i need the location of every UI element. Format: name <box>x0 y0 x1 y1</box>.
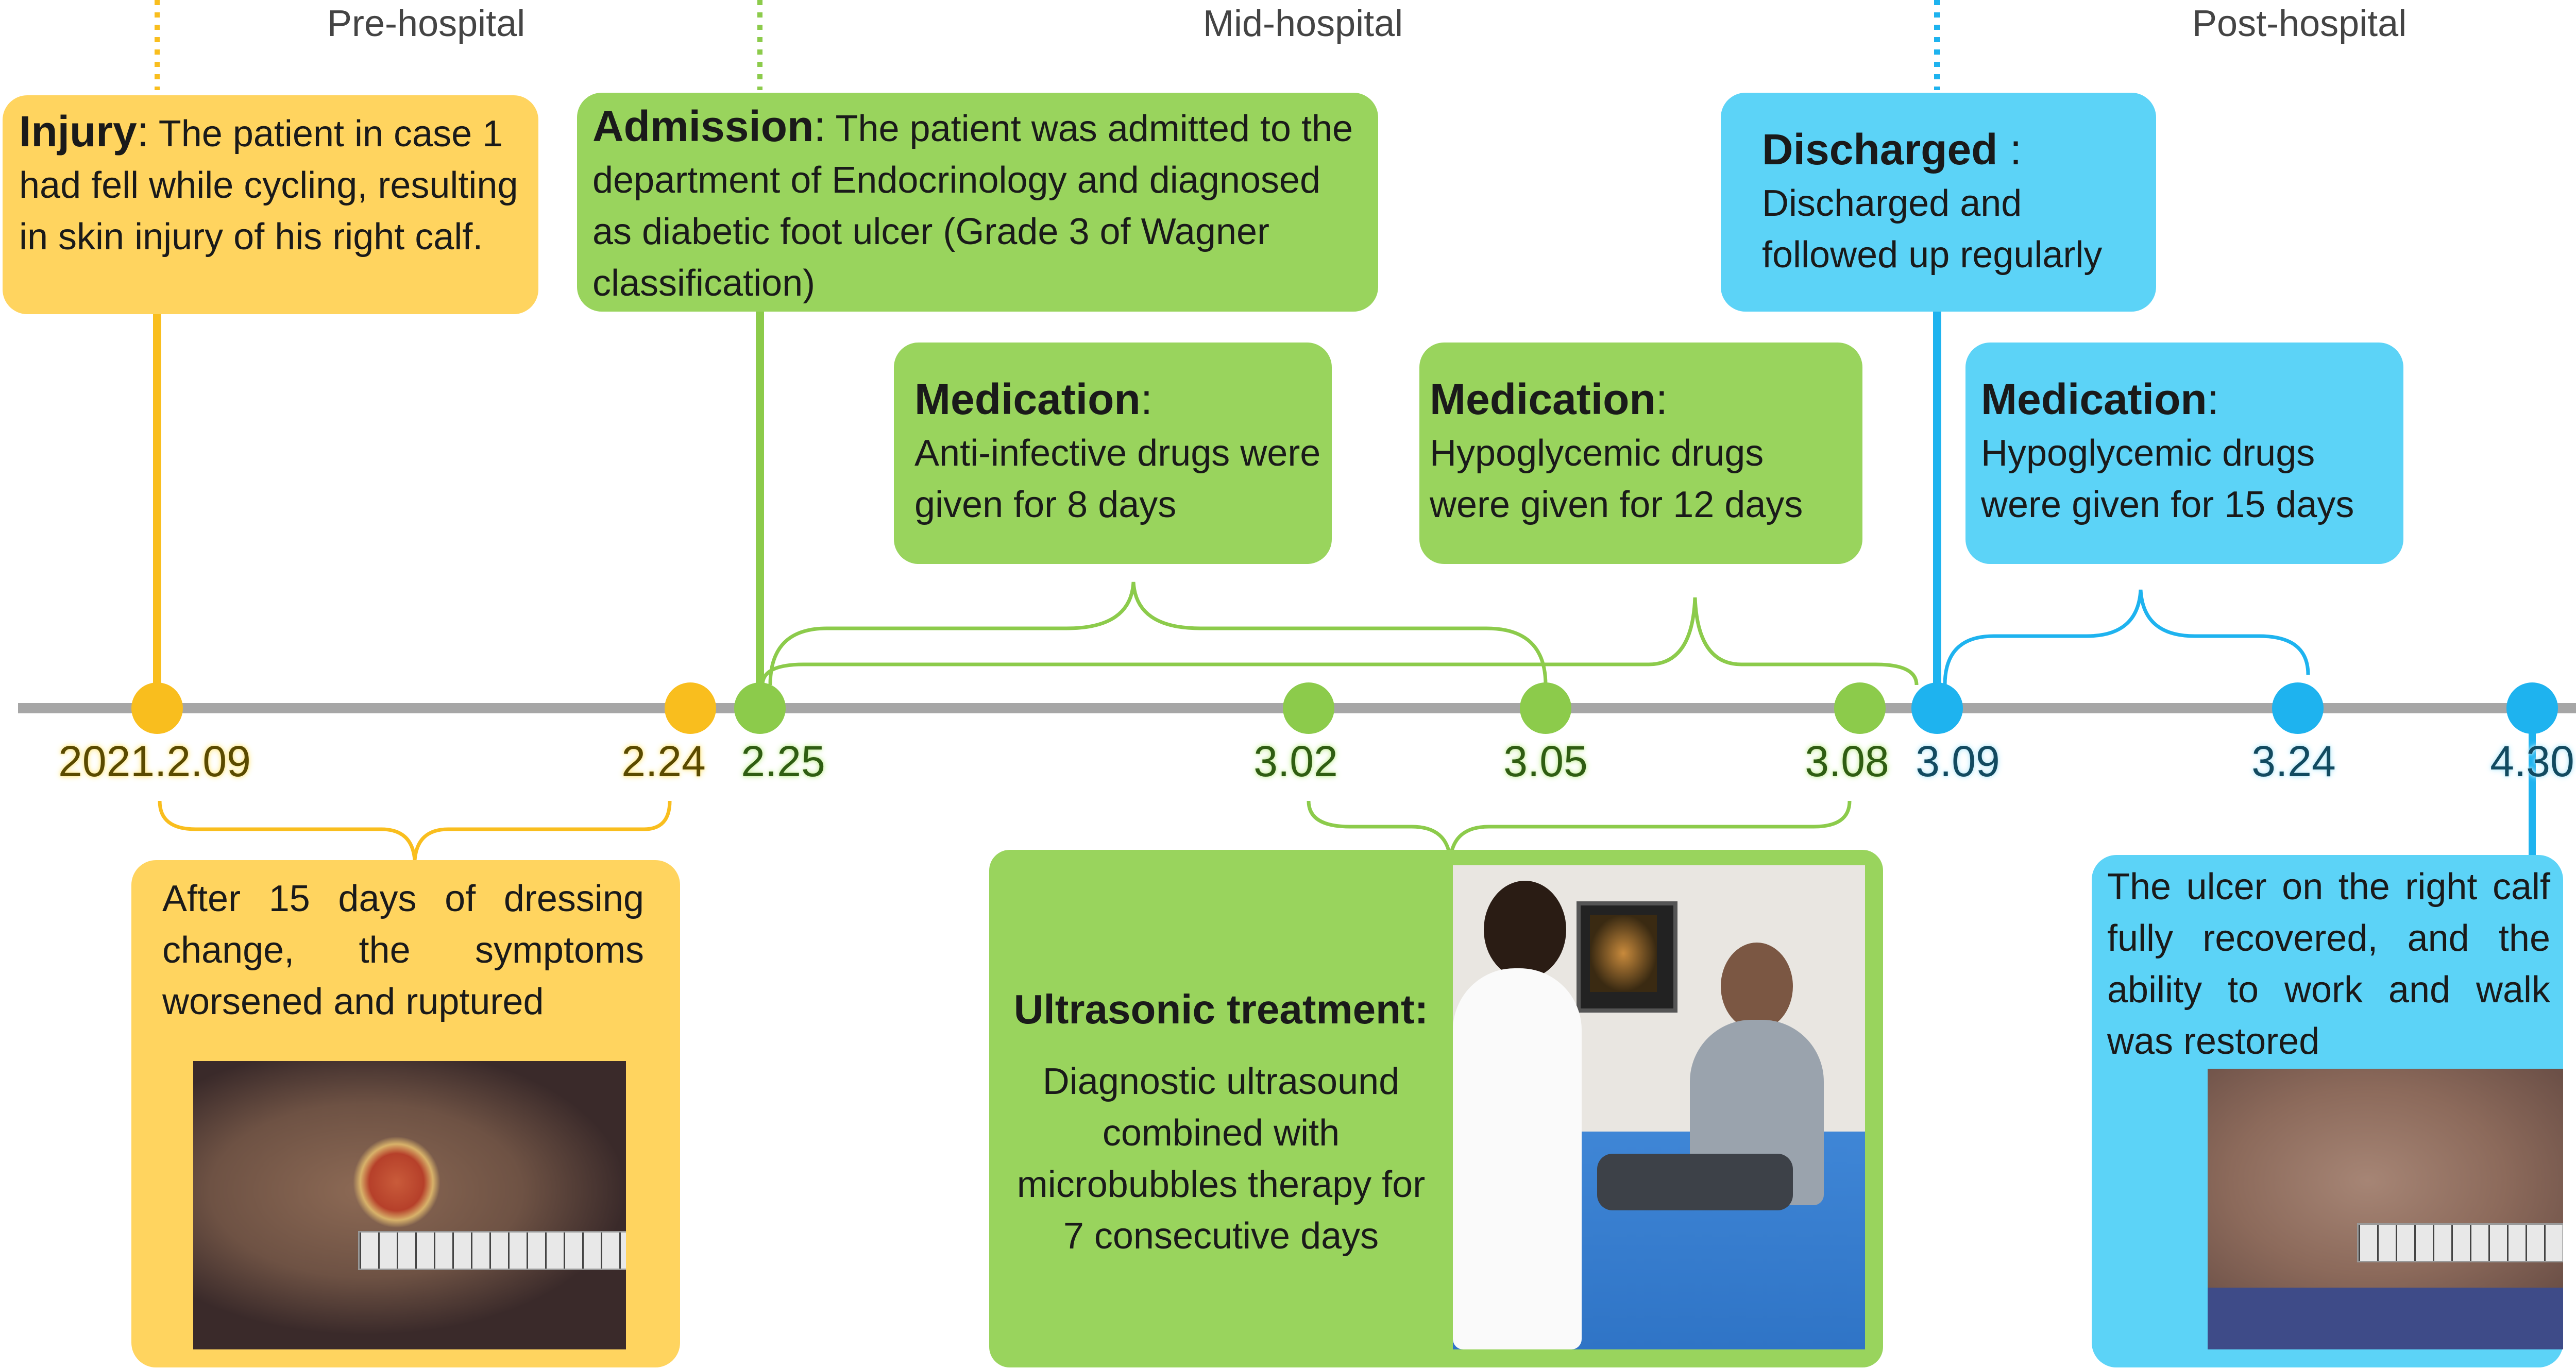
dressing-text: After 15 days of dressing change, the sy… <box>162 878 644 1022</box>
ultrasound-monitor <box>1577 901 1677 1013</box>
discharged-title: Discharged <box>1762 125 1998 174</box>
recovered-photo-ruler <box>2357 1223 2563 1262</box>
date-2-25: 2.25 <box>741 737 825 785</box>
medication-hypoglycemic-12-box: Medication: Hypoglycemic drugs were give… <box>1419 343 1862 564</box>
dot-4-30 <box>2506 682 2558 734</box>
admission-title: Admission <box>592 102 814 150</box>
medication-hypoglycemic-15-box: Medication: Hypoglycemic drugs were give… <box>1965 343 2403 564</box>
hypoglycemic-12-brace <box>760 597 1919 686</box>
ultrasound-screen <box>1590 915 1657 992</box>
date-4-30: 4.30 <box>2490 737 2574 785</box>
ultrasound-clinic-photo <box>1453 865 1865 1349</box>
date-2021-2-09: 2021.2.09 <box>58 737 251 785</box>
date-3-24: 3.24 <box>2251 737 2336 785</box>
ultrasonic-treatment-text: Diagnostic ultrasound combined with micr… <box>1016 1061 1426 1257</box>
hypoglycemic-15-brace <box>1943 589 2310 686</box>
admission-text: The patient was admitted to the departme… <box>592 108 1353 304</box>
doctor-head <box>1484 881 1566 979</box>
medication-anti-infective-text: Anti-infective drugs were given for 8 da… <box>914 433 1321 525</box>
dot-3-05 <box>1520 682 1571 734</box>
dot-3-24 <box>2272 682 2324 734</box>
phase-label-post: Post-hospital <box>2192 3 2407 44</box>
injury-title: Injury <box>19 107 137 156</box>
date-3-05: 3.05 <box>1503 737 1588 785</box>
medication-hypoglycemic-12-title: Medication <box>1430 375 1656 423</box>
medication-anti-infective-title: Medication <box>914 375 1141 423</box>
anti-infective-brace <box>768 581 1548 686</box>
injury-box: Injury: The patient in case 1 had fell w… <box>3 95 538 314</box>
phase-label-mid: Mid-hospital <box>1203 3 1403 44</box>
date-3-09: 3.09 <box>1916 737 2000 785</box>
recovered-leg-photo <box>2208 1069 2563 1349</box>
ultrasonic-treatment-title: Ultrasonic treatment: <box>1013 986 1429 1032</box>
discharged-text: Discharged and followed up regularly <box>1762 183 2103 276</box>
medication-anti-infective-box: Medication: Anti-infective drugs were gi… <box>894 343 1332 564</box>
medication-hypoglycemic-15-text: Hypoglycemic drugs were given for 15 day… <box>1981 433 2354 525</box>
discharged-box: Discharged : Discharged and followed up … <box>1721 93 2156 312</box>
patient-head <box>1721 943 1793 1030</box>
dot-2-24 <box>665 682 716 734</box>
dot-3-08 <box>1834 682 1886 734</box>
injury-text: The patient in case 1 had fell while cyc… <box>19 113 518 258</box>
dot-3-09 <box>1911 682 1963 734</box>
recovered-text: The ulcer on the right calf fully recove… <box>2107 866 2550 1062</box>
phase-label-pre: Pre-hospital <box>327 3 526 44</box>
doctor-figure <box>1453 968 1582 1349</box>
wound-photo-ruler <box>358 1231 626 1270</box>
wound-photo <box>193 1061 626 1349</box>
date-2-24: 2.24 <box>621 737 706 785</box>
dot-3-02 <box>1283 682 1334 734</box>
dot-2-25 <box>734 682 786 734</box>
medication-hypoglycemic-15-title: Medication <box>1981 375 2207 423</box>
date-3-08: 3.08 <box>1805 737 1889 785</box>
dot-2021-2-09 <box>131 682 183 734</box>
medication-hypoglycemic-12-text: Hypoglycemic drugs were given for 12 day… <box>1430 433 1803 525</box>
admission-box: Admission: The patient was admitted to t… <box>577 93 1378 312</box>
patient-legs <box>1597 1154 1793 1210</box>
dressing-brace <box>158 800 672 861</box>
date-3-02: 3.02 <box>1253 737 1338 785</box>
